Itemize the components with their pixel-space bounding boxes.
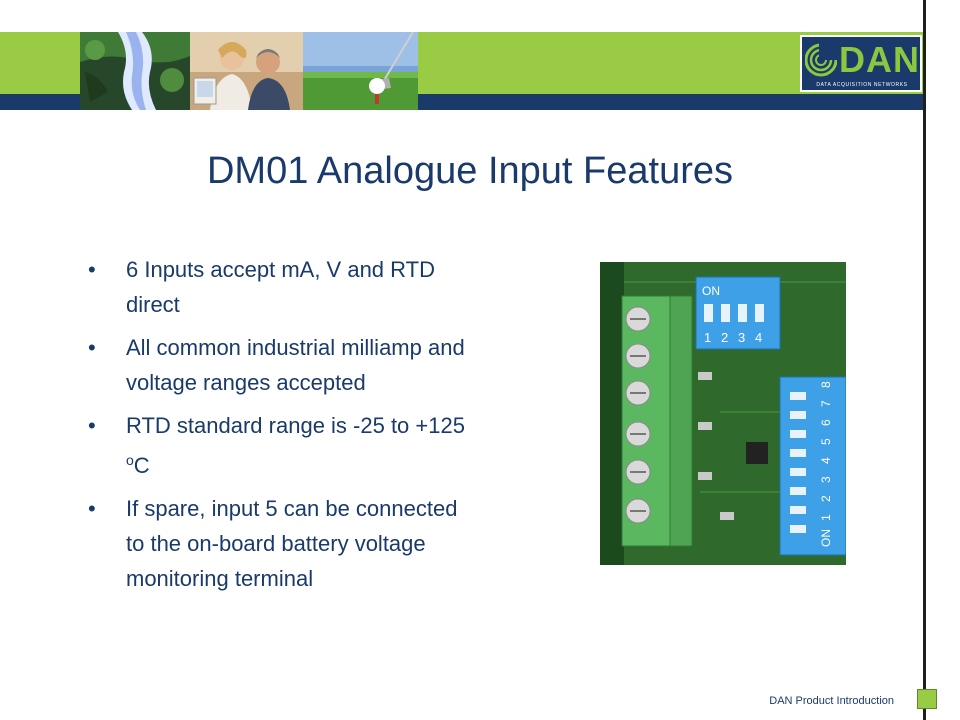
bullet-text: If spare, input 5 can be connected to th… [126,496,458,591]
dan-logo-swirl-icon [805,40,837,77]
switch-on-label: ON [702,284,720,298]
bullet-item: RTD standard range is -25 to +125 oC [88,408,478,483]
switch-number: 3 [819,476,833,483]
slide-title: DM01 Analogue Input Features [206,150,733,192]
bullet-list: 6 Inputs accept mA, V and RTD direct All… [88,252,478,604]
footer-text: DAN Product Introduction [769,695,894,707]
switch-number: 6 [819,419,833,426]
bullet-item: All common industrial milliamp and volta… [88,330,478,400]
switch-number: 2 [819,495,833,502]
bullet-text: 6 Inputs accept mA, V and RTD direct [126,257,435,317]
degree-superscript: o [126,452,134,468]
switch-number: 8 [819,381,833,388]
people-computer-photo [190,32,303,110]
switch-number: 3 [738,330,745,345]
switch-number: 2 [721,330,728,345]
bullet-text-unit: C [133,453,150,478]
dip-switch-small: ON 1 2 3 4 [695,276,781,350]
switch-number: 1 [704,330,711,345]
waterfall-photo [80,32,190,110]
logo-wordmark: DAN [839,39,920,80]
switch-number: 4 [755,330,762,345]
bullet-text: All common industrial milliamp and volta… [126,335,465,395]
switch-number: 1 [819,514,833,521]
right-divider-line [923,0,926,720]
bullet-item: If spare, input 5 can be connected to th… [88,491,478,596]
switch-on-label: ON [819,529,833,547]
corner-square [917,689,937,709]
switch-number: 4 [819,457,833,464]
bullet-item: 6 Inputs accept mA, V and RTD direct [88,252,478,322]
switch-number: 5 [819,438,833,445]
terminal-block [621,295,693,547]
circuit-board-photo: ON 1 2 3 4 ON 1 2 3 4 5 6 7 8 [600,262,847,565]
dan-logo: DAN DATA ACQUISITION NETWORKS [800,35,922,92]
logo-tagline: DATA ACQUISITION NETWORKS [816,82,908,88]
dip-switch-large: ON 1 2 3 4 5 6 7 8 [779,376,847,556]
golf-ball-photo [303,32,418,110]
switch-number: 7 [819,400,833,407]
bullet-text: RTD standard range is -25 to +125 [126,413,465,438]
